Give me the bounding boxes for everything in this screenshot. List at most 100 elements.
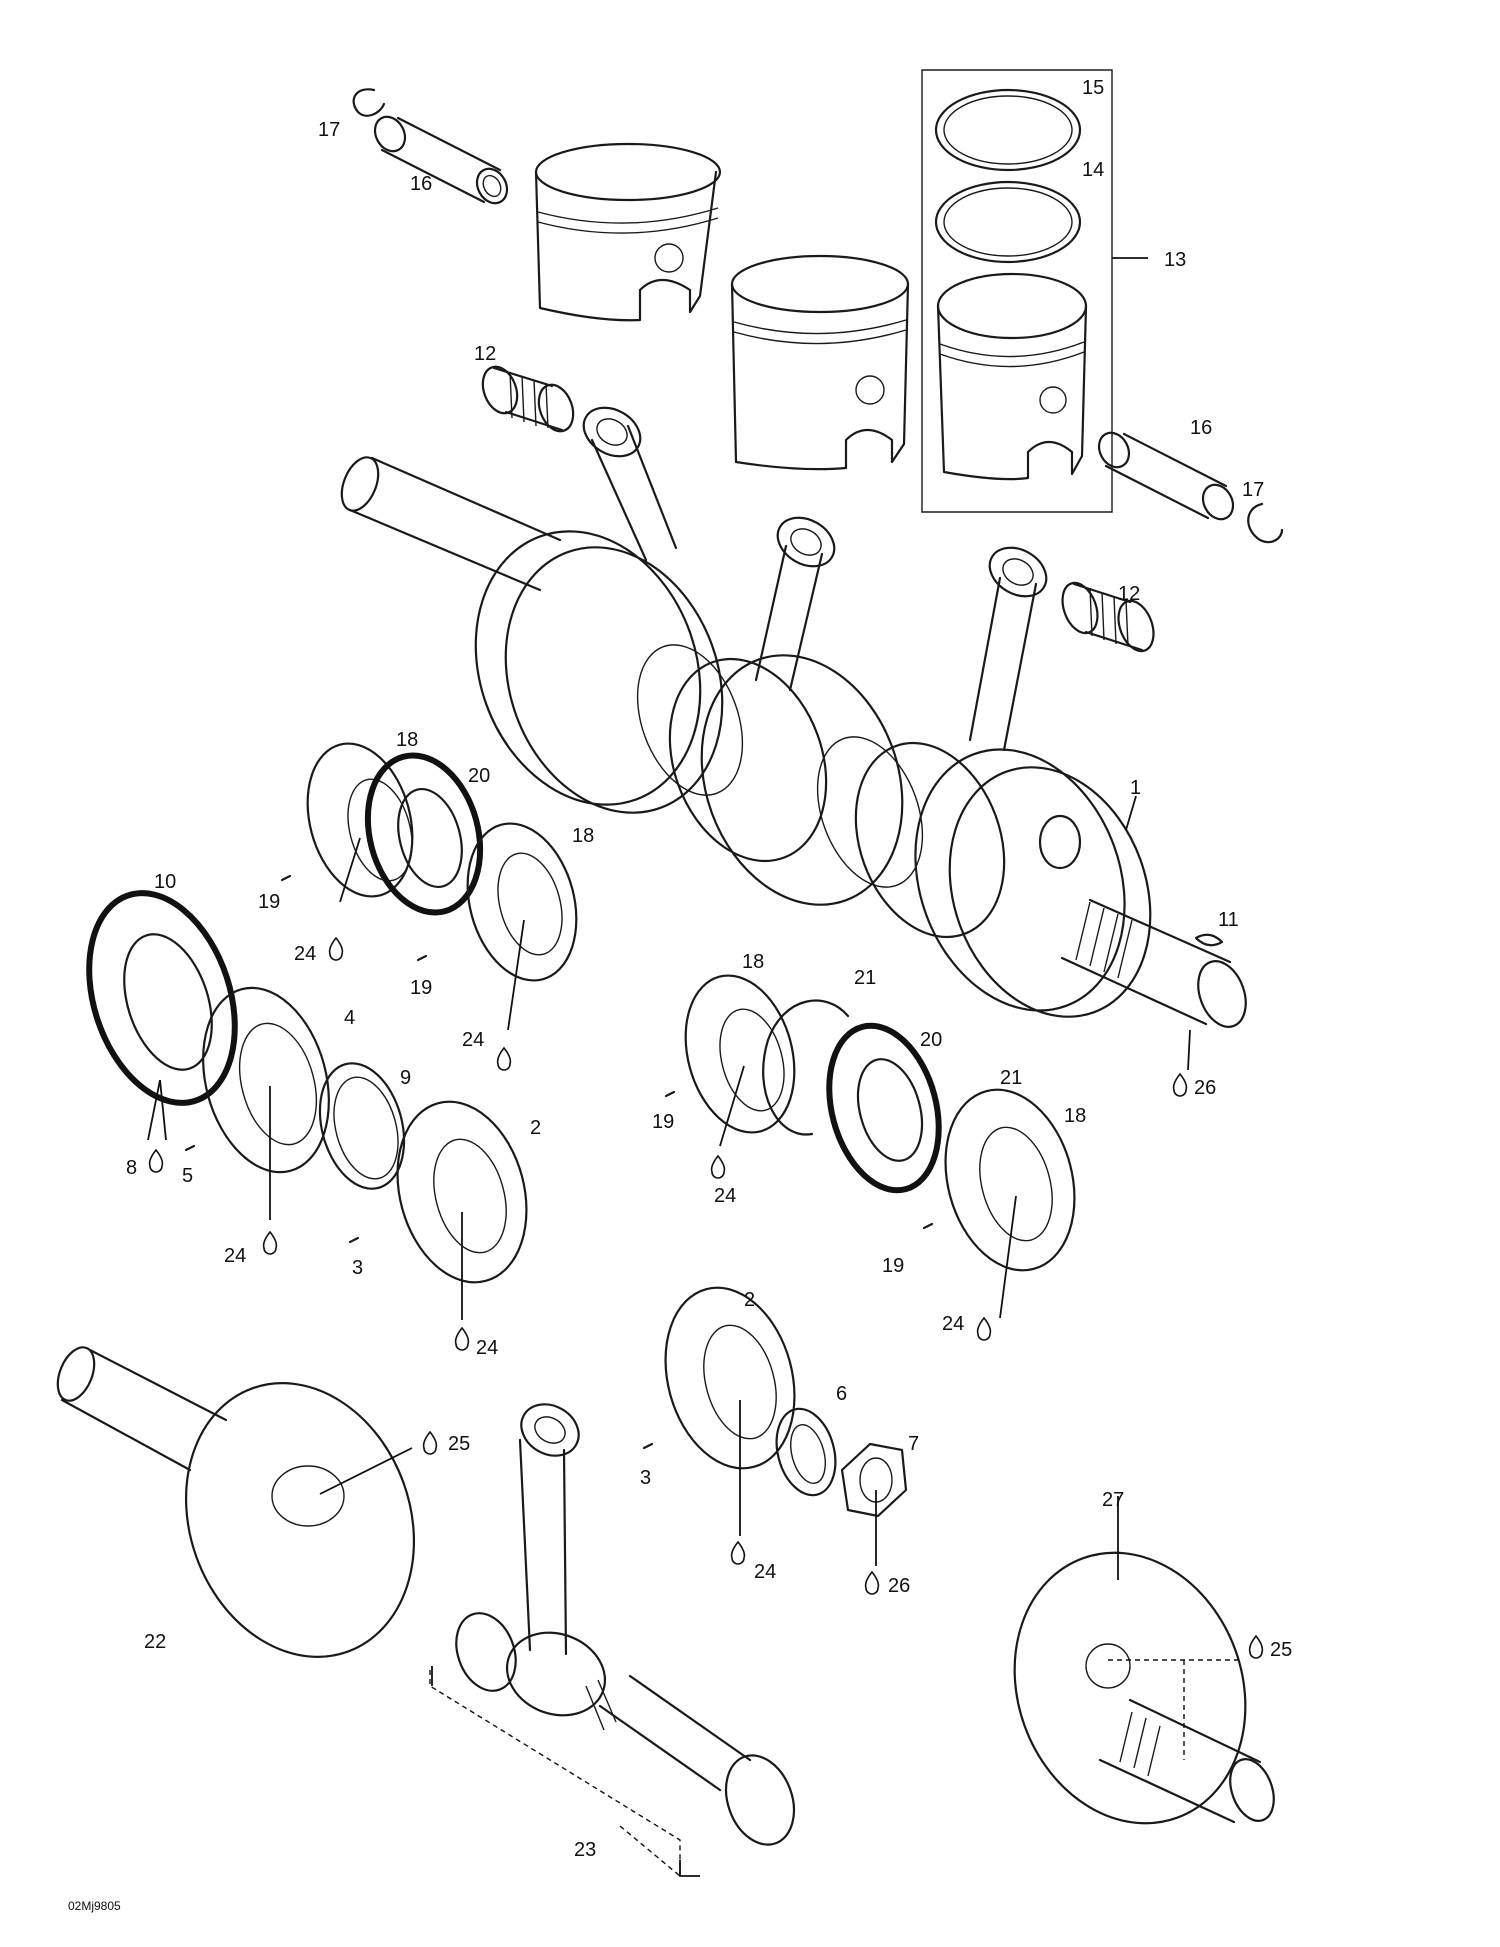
needle-bearing-left	[481, 365, 575, 433]
crank-half-27	[1013, 1551, 1275, 1825]
callout-19: 19	[410, 977, 432, 999]
callout-13: 13	[1164, 249, 1186, 271]
ball-bearing-18a	[306, 742, 414, 898]
callout-labels: 1 2 2 3 3 4 5 6 7 8 9 10 11 12 12 13 14 …	[68, 77, 1292, 1913]
callout-24: 24	[462, 1029, 484, 1051]
callout-25: 25	[1270, 1639, 1292, 1661]
spacer-ring-9	[318, 1062, 406, 1190]
callout-11: 11	[1218, 909, 1239, 931]
piston-ring-second	[934, 180, 1082, 264]
callout-7: 7	[908, 1433, 919, 1455]
oil-drop-icon	[730, 1540, 746, 1565]
leader-lines	[147, 795, 1191, 1760]
piston-middle	[730, 254, 910, 471]
callout-19: 19	[652, 1111, 674, 1133]
oil-seal-10	[86, 890, 238, 1106]
woodruff-key	[1194, 933, 1224, 947]
callout-21: 21	[854, 967, 876, 989]
ball-bearing-18b	[466, 822, 578, 982]
callout-18: 18	[396, 729, 418, 751]
callout-25: 25	[448, 1433, 470, 1455]
piston-left	[534, 142, 722, 322]
piston-right	[936, 272, 1088, 481]
callout-24: 24	[942, 1313, 964, 1335]
pin-19a	[280, 874, 292, 882]
ball-bearing-18c	[684, 974, 796, 1134]
callout-6: 6	[836, 1383, 847, 1405]
piston-pin-right	[1097, 431, 1235, 521]
callout-23: 23	[574, 1839, 596, 1861]
callout-24: 24	[224, 1245, 246, 1267]
callout-5: 5	[182, 1165, 193, 1187]
callout-10: 10	[154, 871, 176, 893]
callout-2: 2	[530, 1117, 541, 1139]
oil-drop-icon	[328, 936, 344, 961]
callout-24: 24	[714, 1185, 736, 1207]
callout-2: 2	[744, 1289, 755, 1311]
callout-8: 8	[126, 1157, 137, 1179]
crankshaft-assembly	[340, 406, 1247, 1028]
pin-19c	[664, 1090, 676, 1098]
callout-17: 17	[1242, 479, 1264, 501]
callout-27: 27	[1102, 1489, 1124, 1511]
snap-ring-21a	[762, 999, 850, 1136]
callout-14: 14	[1082, 159, 1104, 181]
callout-1: 1	[1130, 777, 1141, 799]
nut-7	[840, 1442, 908, 1518]
callout-21: 21	[1000, 1067, 1022, 1089]
washer-6	[775, 1407, 837, 1497]
callout-3: 3	[352, 1257, 363, 1279]
callout-24: 24	[294, 943, 316, 965]
callout-9: 9	[400, 1067, 411, 1089]
oil-drop-icon	[422, 1430, 438, 1455]
callout-18: 18	[742, 951, 764, 973]
callout-18: 18	[1064, 1105, 1086, 1127]
oil-drop-icon	[864, 1570, 880, 1595]
callout-16: 16	[410, 173, 432, 195]
crank-half-22	[56, 1346, 416, 1658]
connecting-rod-23	[429, 1403, 796, 1877]
callout-12: 12	[474, 343, 496, 365]
callout-19: 19	[258, 891, 280, 913]
oil-seal-20a	[364, 752, 484, 916]
callout-20: 20	[920, 1029, 942, 1051]
circlip-left	[352, 88, 386, 117]
callout-22: 22	[144, 1631, 166, 1653]
oil-seal-20b	[826, 1022, 942, 1194]
callout-20: 20	[468, 765, 490, 787]
callout-12: 12	[1118, 583, 1140, 605]
ball-bearing-4	[202, 986, 330, 1174]
callout-19: 19	[882, 1255, 904, 1277]
drawing-code: 02Mj9805	[68, 1899, 121, 1913]
callout-26: 26	[888, 1575, 910, 1597]
callout-16: 16	[1190, 417, 1212, 439]
callout-4: 4	[344, 1007, 355, 1029]
ball-bearing-18d	[944, 1088, 1076, 1272]
ball-bearing-2a	[396, 1100, 528, 1284]
piston-pin-left	[373, 115, 509, 205]
circlip-right	[1247, 502, 1284, 544]
pin-19d	[922, 1222, 934, 1230]
callout-26: 26	[1194, 1077, 1216, 1099]
ball-bearing-2b	[664, 1286, 796, 1470]
pin-3b	[642, 1442, 654, 1450]
callout-15: 15	[1082, 77, 1104, 99]
pin-3a	[348, 1236, 360, 1244]
callout-17: 17	[318, 119, 340, 141]
callout-3: 3	[640, 1467, 651, 1489]
ring-set-box	[921, 69, 1148, 513]
callout-24: 24	[754, 1561, 776, 1583]
oil-drop-icon	[148, 1148, 164, 1173]
oil-drop-icon	[976, 1316, 992, 1341]
oil-drop-icon	[262, 1230, 278, 1255]
callout-24: 24	[476, 1337, 498, 1359]
oil-drop-icon	[496, 1046, 512, 1071]
pin-5	[184, 1144, 196, 1152]
oil-drop-icon	[454, 1326, 470, 1351]
piston-ring-top	[934, 88, 1082, 172]
needle-bearing-right	[1061, 581, 1155, 653]
pin-19b	[416, 954, 428, 962]
oil-drop-icon	[1248, 1634, 1264, 1659]
callout-18: 18	[572, 825, 594, 847]
